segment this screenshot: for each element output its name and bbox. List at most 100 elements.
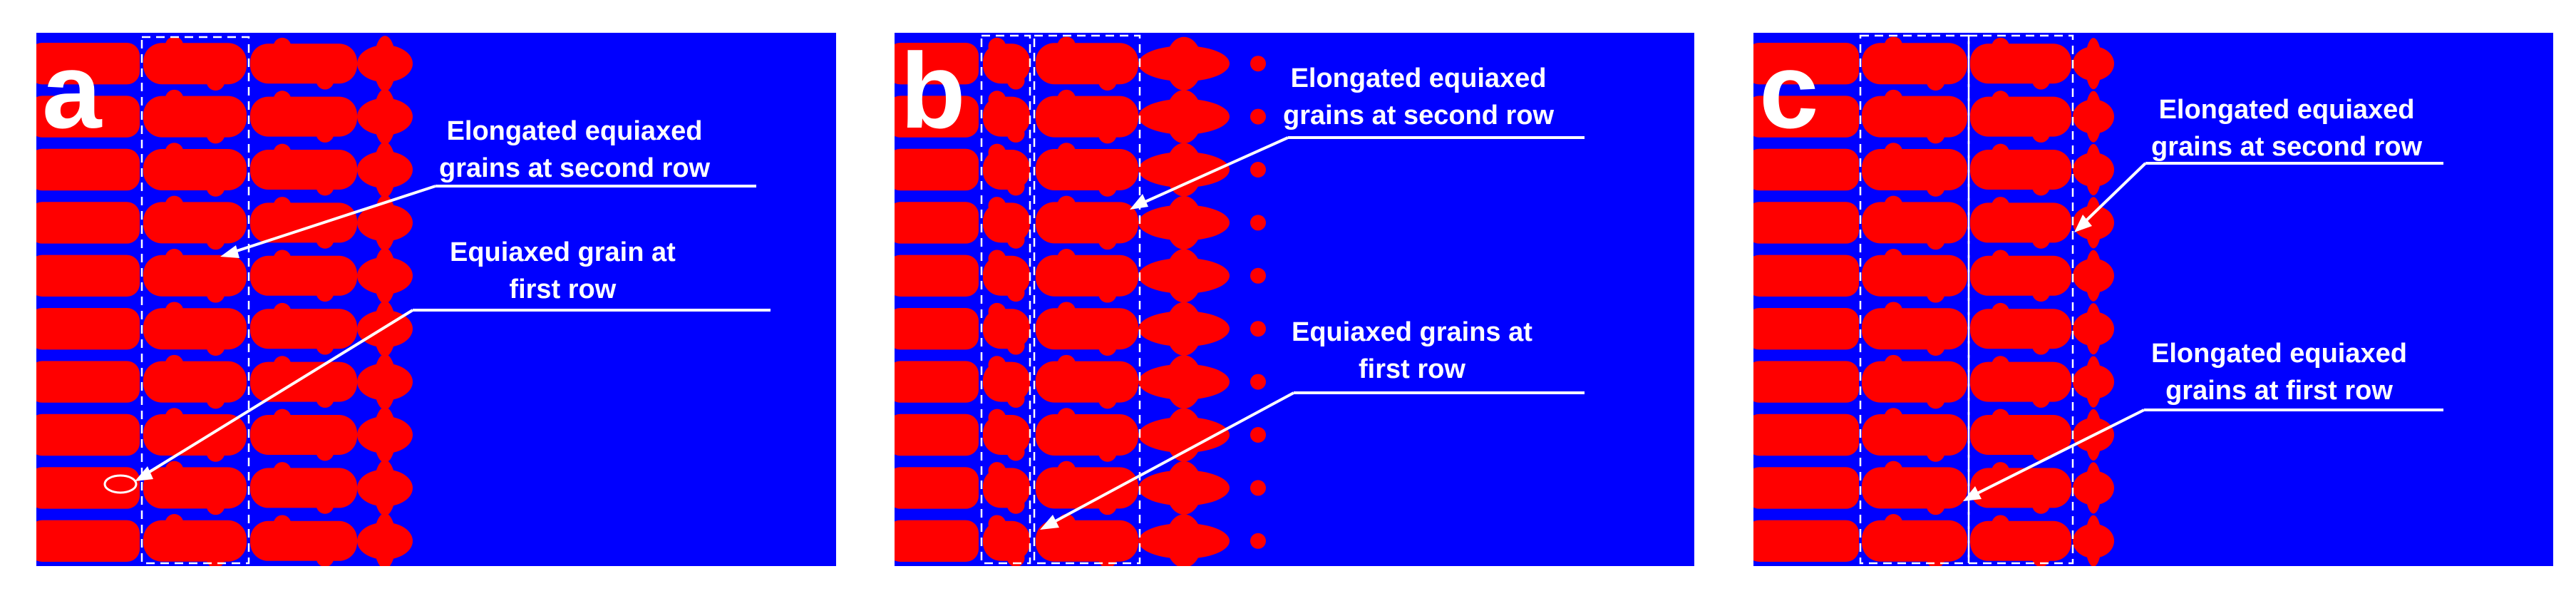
columnar-grain [895, 467, 979, 509]
equiaxed-grain [1862, 255, 1967, 297]
grain-lobe [1992, 462, 2009, 480]
dendrite-arm [2085, 38, 2102, 90]
grain-lobe [316, 549, 334, 566]
grain-lobe [316, 443, 334, 461]
columnar-grain [36, 255, 140, 297]
grain-lobe [1098, 390, 1117, 409]
grain-lobe [988, 409, 1006, 427]
grain-lobe [273, 409, 292, 427]
grain-lobe [1926, 550, 1945, 566]
grain-lobe [273, 462, 292, 480]
grain-lobe [206, 550, 225, 566]
grain-lobe [1926, 72, 1945, 91]
dendrite-tips [1138, 36, 1230, 566]
equiaxed-grain [1036, 361, 1138, 403]
dendrite-arm [373, 142, 396, 197]
dendrite-arm [1165, 408, 1202, 462]
equiaxed-grain [1036, 149, 1138, 190]
grain-lobe [1992, 143, 2009, 162]
annotation-line: grains at second row [1283, 101, 1555, 130]
grain-lobe [1006, 549, 1025, 566]
dendrite-arm [2085, 515, 2102, 566]
grain-lobe [1057, 514, 1076, 533]
arrowhead [1130, 194, 1148, 210]
grain-lobe [1884, 408, 1903, 426]
grain-lobe [1992, 515, 2009, 533]
grain-lobe [1098, 284, 1117, 303]
columnar-grain [895, 202, 979, 244]
equiaxed-grain [1970, 150, 2071, 190]
annotation-label: Elongated equiaxed grains at second row [2151, 91, 2422, 165]
grain-lobe [1098, 550, 1117, 566]
grain-lobe [1884, 195, 1903, 215]
grain-lobe [316, 390, 334, 408]
arrow-line [1051, 391, 1294, 525]
grain-lobe [273, 143, 292, 162]
grain-lobe [1006, 178, 1025, 196]
grain-lobe [273, 37, 292, 56]
grain-lobe [1884, 514, 1903, 533]
equiaxed-grain [1970, 202, 2071, 243]
arrow-line [2081, 162, 2147, 225]
columnar-grain [1753, 308, 1859, 350]
grain-lobe [165, 143, 184, 161]
nucleus-dot [1250, 480, 1266, 496]
columnar-grain [895, 308, 979, 350]
dendrite-arm [373, 460, 396, 516]
dashed-box [980, 34, 1031, 565]
equiaxed-grain [1036, 96, 1138, 138]
grain-lobe [1884, 302, 1903, 320]
grain-lobe [1926, 125, 1945, 144]
equiaxed-grain [250, 415, 357, 455]
nucleation-dots [1250, 56, 1266, 549]
grain-lobe [1057, 195, 1076, 215]
grain-lobe [1926, 284, 1945, 303]
equiaxed-grain [250, 520, 357, 561]
dendrite-arm [1165, 514, 1202, 566]
nucleus-dot [1250, 533, 1266, 549]
grain-lobe [273, 91, 292, 108]
arrowhead [1040, 515, 1059, 530]
nucleus-dot [1250, 56, 1266, 72]
grain-lobe [1057, 249, 1076, 267]
grain-lobe [316, 71, 334, 90]
dendrite-arm [373, 195, 396, 251]
equiaxed-grain [250, 468, 357, 508]
equiaxed-grain [1862, 467, 1967, 509]
dendrite-arm [373, 36, 396, 92]
dendrite-arm [373, 513, 396, 566]
grain-lobe [1006, 231, 1025, 249]
grain-lobe [316, 178, 334, 196]
dendrite-arm [2085, 144, 2102, 195]
equiaxed-grain [1036, 308, 1138, 350]
equiaxed-grain [1862, 308, 1967, 350]
dendrite-arm [1165, 90, 1202, 144]
grain-lobe [2032, 443, 2050, 461]
grain-lobe [1098, 72, 1117, 91]
panel-label: b [900, 33, 966, 150]
annotation-line: Elongated equiaxed [2158, 95, 2415, 125]
arrow-line [143, 309, 414, 476]
annotation-line: Equiaxed grain at [450, 237, 676, 267]
equiaxed-grain [1862, 43, 1967, 85]
columnar-grain [1753, 43, 1859, 85]
grain-lobe [1992, 250, 2009, 268]
grain-row-1 [983, 37, 1030, 566]
annotation-line: Equiaxed grains at [1292, 317, 1532, 347]
equiaxed-grain [1970, 520, 2071, 561]
microstructure-a [36, 36, 771, 566]
grain-lobe [1884, 354, 1903, 374]
grain-lobe [1057, 89, 1076, 108]
equiaxed-grain [1862, 414, 1967, 456]
grain-lobe [1057, 36, 1076, 55]
grain-lobe [273, 356, 292, 374]
grain-lobe [988, 37, 1006, 56]
equiaxed-grain [1036, 255, 1138, 297]
equiaxed-grain [1036, 467, 1138, 509]
grain-lobe [1057, 143, 1076, 161]
grain-lobe [316, 337, 334, 355]
grain-lobe [165, 461, 184, 480]
equiaxed-grain [143, 467, 247, 509]
dendrite-arm [2085, 303, 2102, 355]
columnar-grain [36, 308, 140, 350]
